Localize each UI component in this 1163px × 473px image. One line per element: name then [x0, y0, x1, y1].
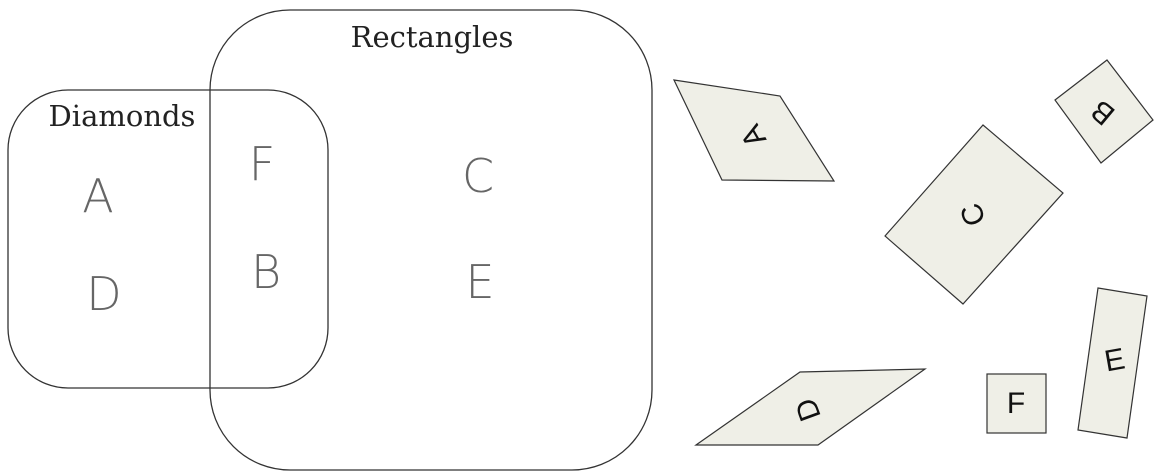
diamonds-only-item: D	[86, 267, 121, 321]
rhombus-shape	[672, 79, 836, 182]
shape-card-c: C	[884, 124, 1064, 305]
rectangle-shape	[884, 124, 1064, 305]
shape-card-f: F	[986, 373, 1047, 434]
square-shape	[1054, 59, 1154, 164]
rhombus-shape	[694, 368, 927, 446]
shape-card-e: E	[1077, 287, 1148, 439]
rectangle-shape	[1077, 287, 1148, 439]
shape-card-b: B	[1054, 59, 1154, 164]
shape-card-a: A	[672, 79, 836, 182]
square-shape	[986, 373, 1047, 434]
rectangles-label: Rectangles	[351, 20, 514, 54]
intersection-item: F	[249, 137, 275, 191]
diamonds-label: Diamonds	[49, 99, 196, 133]
intersection-item: B	[251, 245, 281, 299]
rectangles-only-item: E	[465, 255, 494, 309]
rectangles-only-item: C	[462, 149, 494, 203]
diamonds-set-boundary	[7, 89, 329, 389]
diamonds-only-item: A	[82, 169, 113, 223]
rectangles-set-boundary	[209, 9, 653, 471]
shape-card-d: D	[694, 368, 927, 446]
shape-letter: F	[1007, 387, 1025, 420]
